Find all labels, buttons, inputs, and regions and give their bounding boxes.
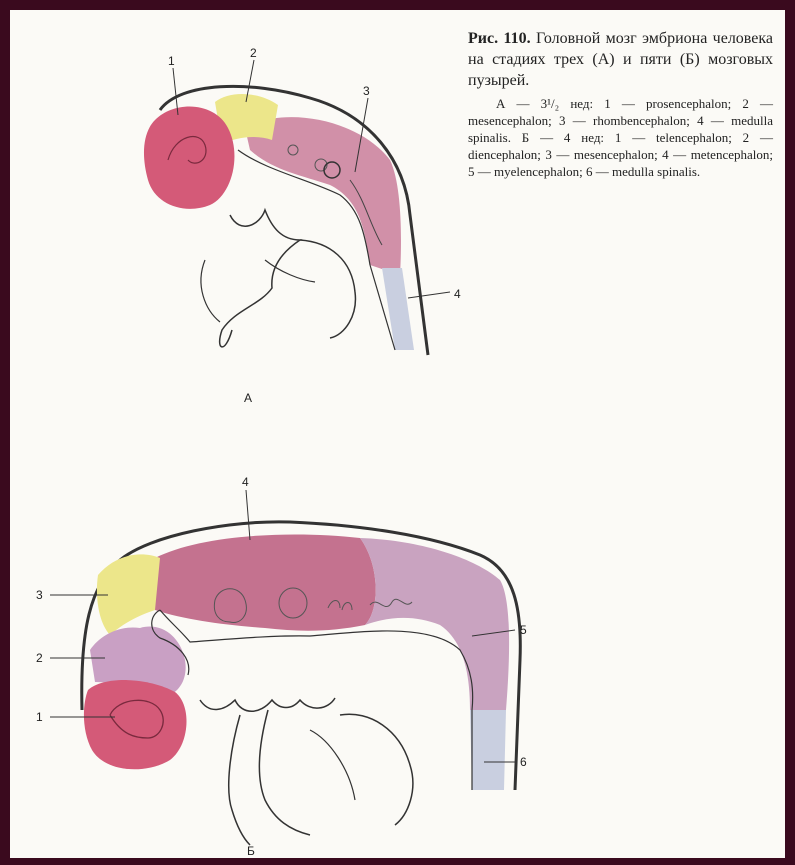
page: Рис. 110. Головной мозг эмбриона человек…	[10, 10, 785, 858]
figure-a-panel-label: А	[244, 391, 252, 405]
figure-a-number-1: 1	[168, 54, 175, 68]
figure-b-spinal-cord	[470, 710, 506, 790]
figure-b-pharyngeal-arches	[200, 698, 335, 711]
figure-b-myelencephalon	[360, 538, 509, 710]
figure-b-number-2: 2	[36, 651, 43, 665]
figure-b-number-3: 3	[36, 588, 43, 602]
figure-b-number-4: 4	[242, 475, 249, 489]
embryo-brain-illustration: 1 2 3 4 А	[10, 10, 785, 858]
figure-a: 1 2 3 4 А	[144, 46, 461, 405]
figure-b-number-6: 6	[520, 755, 527, 769]
figure-b-telencephalon	[84, 680, 187, 769]
figure-b-number-1: 1	[36, 710, 43, 724]
figure-a-number-2: 2	[250, 46, 257, 60]
figure-a-prosencephalon	[144, 107, 234, 209]
figure-a-spinal-cord	[382, 268, 414, 350]
figure-a-pharyngeal-arches	[220, 210, 300, 347]
figure-a-number-4: 4	[454, 287, 461, 301]
figure-a-number-3: 3	[363, 84, 370, 98]
figure-b-metencephalon	[155, 534, 376, 630]
figure-b-number-5: 5	[520, 623, 527, 637]
figure-b: 4 3 2 1 5 6 Б	[36, 475, 527, 858]
figure-b-panel-label: Б	[247, 844, 255, 858]
